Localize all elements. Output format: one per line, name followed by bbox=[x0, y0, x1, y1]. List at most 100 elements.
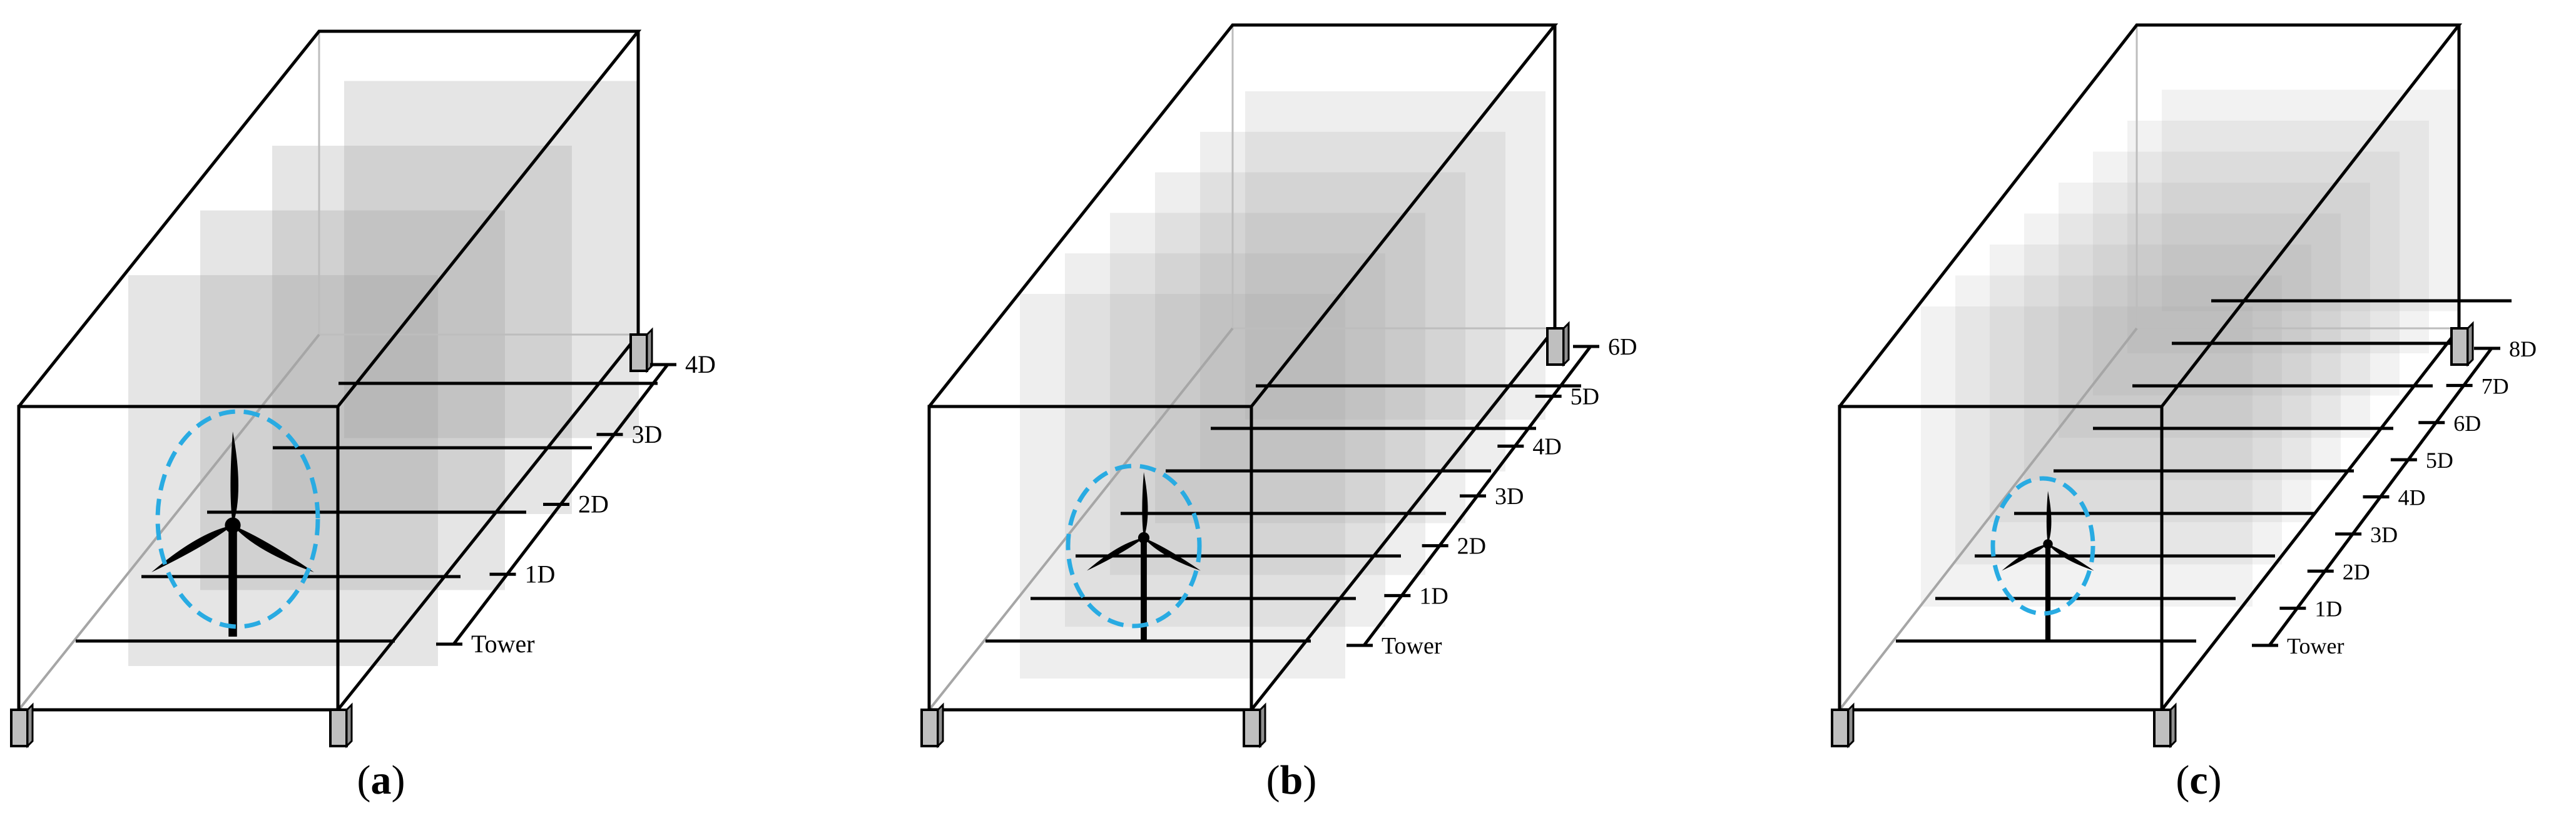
support-foot-side bbox=[1562, 321, 1570, 367]
turbine-hub bbox=[225, 517, 241, 533]
box-front-face bbox=[927, 405, 1253, 712]
box-front-face bbox=[1838, 405, 2164, 712]
wake-plane bbox=[2093, 151, 2400, 396]
wake-plane bbox=[2162, 89, 2458, 311]
distance-label: 4D bbox=[1532, 433, 1561, 460]
wake-plane bbox=[2127, 121, 2429, 353]
distance-label: 1D bbox=[1419, 583, 1448, 609]
wake-plane bbox=[272, 146, 572, 514]
caption-a-letter: a bbox=[370, 757, 392, 803]
wind-turbine-icon bbox=[151, 432, 314, 637]
distance-label: 5D bbox=[2426, 448, 2453, 473]
caption-c: (c) bbox=[2176, 757, 2222, 803]
support-foot bbox=[10, 702, 34, 749]
distance-label: 8D bbox=[2509, 336, 2537, 361]
distance-label: 3D bbox=[2370, 522, 2398, 547]
turbine-hub bbox=[2043, 539, 2053, 549]
turbine-blade bbox=[1144, 538, 1201, 571]
support-foot-face bbox=[920, 709, 939, 747]
distance-label: 2D bbox=[578, 490, 609, 518]
distance-label: Tower bbox=[471, 630, 535, 658]
turbine-blade bbox=[230, 432, 238, 525]
caption-b-letter: b bbox=[1280, 757, 1303, 803]
turbine-blade bbox=[2046, 491, 2052, 544]
wake-plane bbox=[1065, 253, 1385, 627]
turbine-blade bbox=[233, 525, 314, 572]
wind-turbine-icon bbox=[2002, 491, 2094, 641]
caption-c-letter: c bbox=[2189, 757, 2208, 803]
caption-b: (b) bbox=[1266, 757, 1317, 803]
wake-planes bbox=[128, 81, 639, 666]
distance-label: 4D bbox=[685, 350, 716, 378]
distance-label: 3D bbox=[1495, 483, 1524, 510]
box-top-edges bbox=[928, 23, 1559, 408]
distance-label: 4D bbox=[2398, 485, 2426, 510]
panel-a: Tower 1D 2D 3D 4D bbox=[10, 29, 716, 749]
support-foot-face bbox=[2450, 327, 2469, 366]
support-foot-face bbox=[329, 709, 348, 747]
support-foot-face bbox=[1243, 709, 1261, 747]
rotor-area-ring bbox=[1990, 476, 2095, 616]
support-foot-side bbox=[2467, 321, 2474, 367]
support-foot-side bbox=[26, 702, 34, 749]
support-foot-side bbox=[1259, 702, 1266, 749]
wake-plane bbox=[200, 210, 505, 590]
wake-plane bbox=[1990, 245, 2311, 522]
support-foot-face bbox=[1831, 709, 1850, 747]
turbine-blade bbox=[2048, 544, 2094, 571]
distance-label: 1D bbox=[2314, 597, 2342, 622]
turbine-blade bbox=[151, 525, 233, 572]
box-floor-right-edge bbox=[1250, 327, 1556, 711]
support-foot-side bbox=[1847, 702, 1855, 749]
support-foot-side bbox=[2169, 702, 2177, 749]
floor-left-edge bbox=[928, 327, 1234, 711]
box-floor-right-edge bbox=[2161, 327, 2460, 711]
caption-a: (a) bbox=[357, 757, 405, 803]
wake-plane bbox=[1245, 91, 1545, 420]
distance-label: Tower bbox=[2287, 634, 2344, 659]
turbine-blade bbox=[1142, 472, 1148, 538]
rotor-area-ring bbox=[1066, 463, 1202, 629]
support-foot bbox=[1546, 321, 1570, 367]
turbine-blade bbox=[2002, 544, 2048, 571]
distance-label: 6D bbox=[2453, 411, 2481, 436]
support-foot-face bbox=[1546, 327, 1565, 366]
distance-label: 3D bbox=[632, 420, 663, 448]
floor-left-edge bbox=[18, 333, 320, 711]
wake-plane bbox=[344, 81, 639, 438]
box-front-face bbox=[17, 405, 340, 712]
box-top-edges bbox=[18, 29, 642, 408]
support-foot bbox=[1243, 702, 1266, 749]
box-top-edges bbox=[1838, 23, 2463, 408]
support-foot bbox=[1831, 702, 1855, 749]
rotor-area-ring bbox=[155, 409, 320, 629]
wake-plane bbox=[2024, 213, 2341, 480]
wake-plane bbox=[2059, 183, 2370, 438]
support-foot bbox=[329, 702, 353, 749]
turbine-blade bbox=[1087, 538, 1144, 571]
floor-left-edge bbox=[1838, 327, 2138, 711]
support-foot-face bbox=[629, 333, 648, 372]
distance-label: 1D bbox=[525, 560, 556, 588]
support-foot bbox=[2153, 702, 2177, 749]
support-foot-face bbox=[10, 709, 29, 747]
support-foot bbox=[920, 702, 944, 749]
distance-label: 7D bbox=[2482, 373, 2509, 398]
distance-label: 2D bbox=[1457, 533, 1486, 560]
support-foot bbox=[2450, 321, 2474, 367]
support-foot-side bbox=[345, 702, 353, 749]
support-foot-face bbox=[2153, 709, 2172, 747]
support-foot bbox=[629, 327, 653, 373]
distance-label: 5D bbox=[1571, 384, 1599, 410]
turbine-hub bbox=[1138, 532, 1150, 544]
distance-axis: Tower 1D 2D 3D 4D bbox=[436, 350, 716, 658]
distance-label: Tower bbox=[1382, 633, 1442, 659]
support-foot-side bbox=[937, 702, 944, 749]
box-floor-right-edge bbox=[337, 333, 639, 711]
wake-plane bbox=[128, 275, 438, 666]
